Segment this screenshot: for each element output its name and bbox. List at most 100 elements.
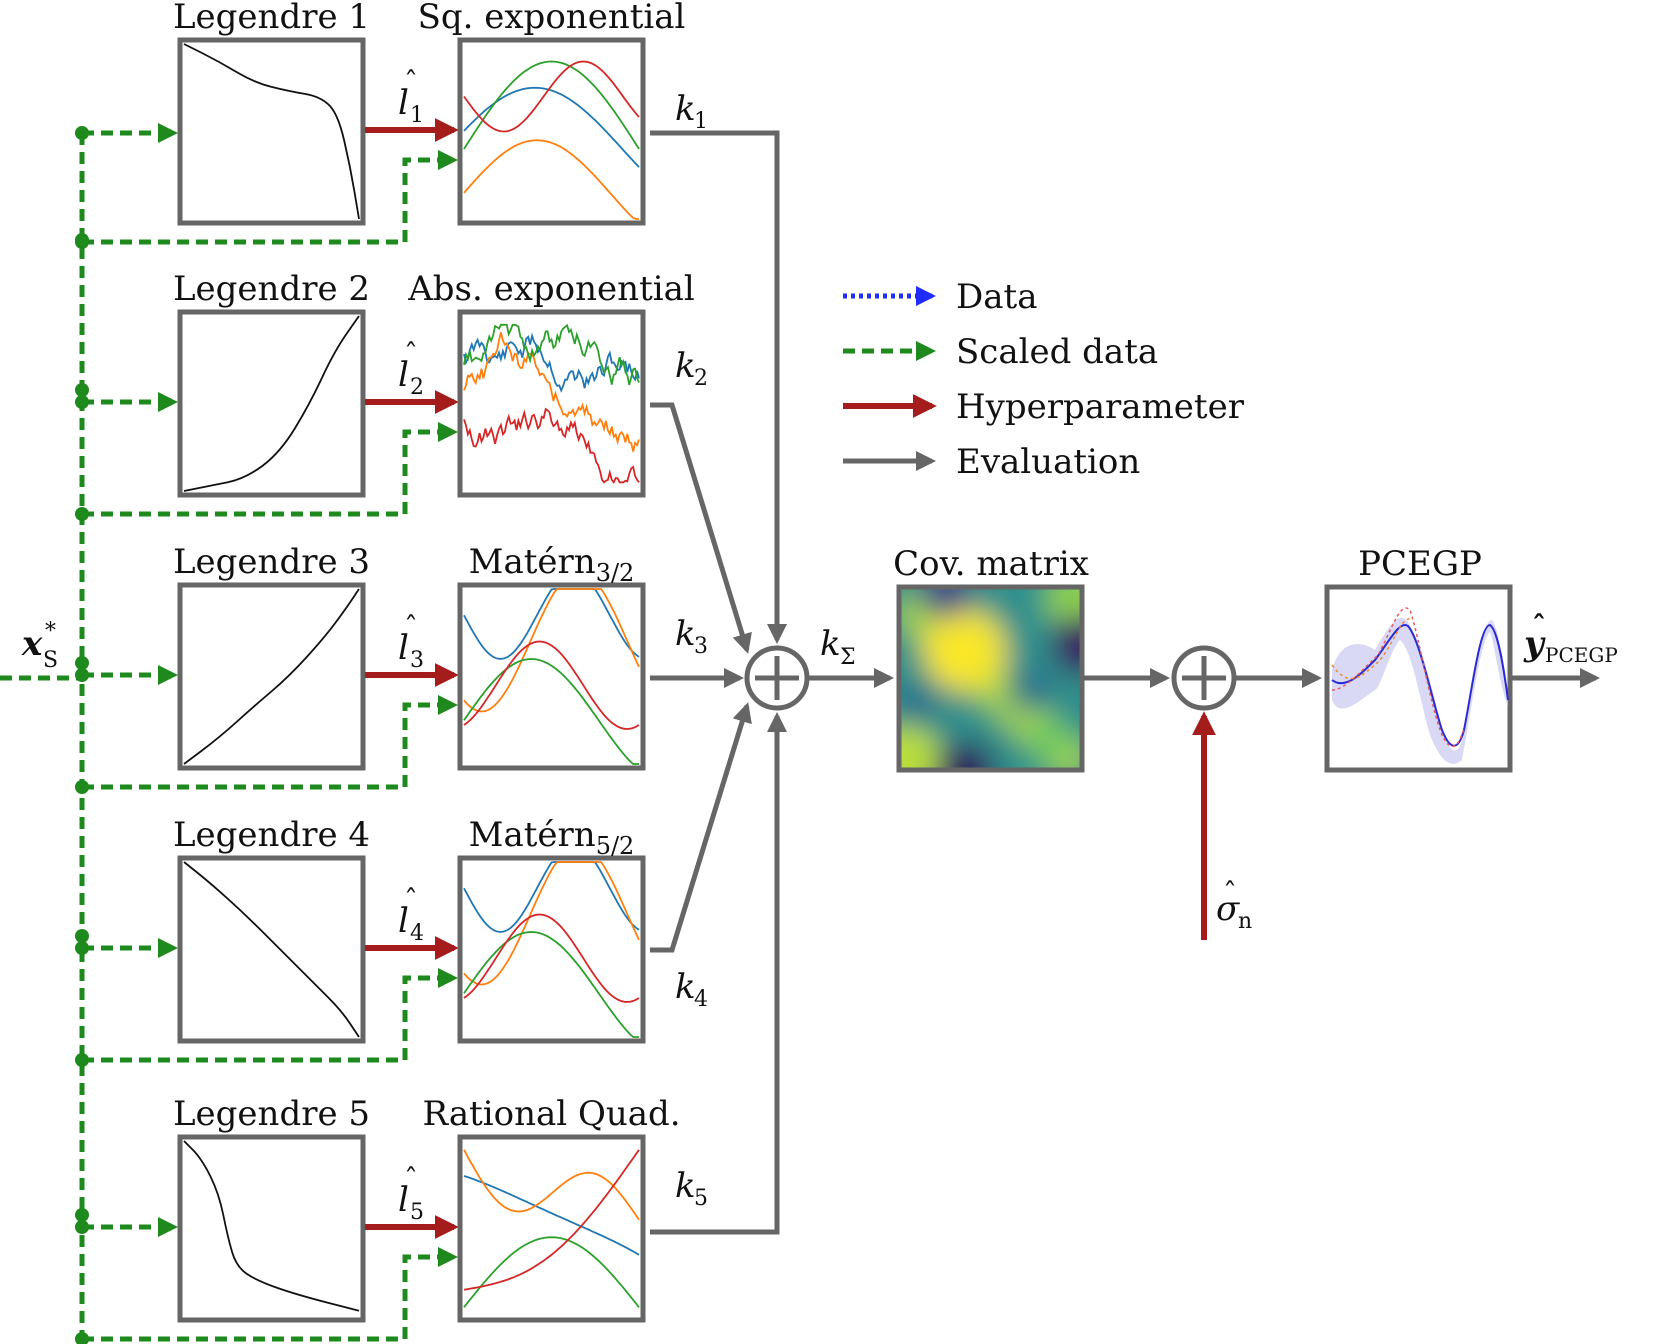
arrow-k1 xyxy=(650,130,787,644)
legend-item-1: Data xyxy=(843,277,1037,317)
input-symbol: x xyxy=(21,624,43,664)
kernel-to-sum-arrows xyxy=(650,130,787,1235)
kernel-3-sample-3 xyxy=(463,658,639,765)
svg-text:ˆ: ˆ xyxy=(404,1163,418,1196)
svg-text:Σ: Σ xyxy=(840,645,856,670)
noise-label: ˆ σ n xyxy=(1216,877,1252,934)
svg-text:l: l xyxy=(398,355,409,395)
noise-sum-node xyxy=(1171,645,1237,711)
svg-text:5: 5 xyxy=(410,1200,424,1225)
kernel-box-2: Abs. exponential xyxy=(407,269,695,498)
legendre-box-3: Legendre 3 xyxy=(173,542,370,771)
kernel-4-sample-3 xyxy=(463,931,639,1038)
legend-label-2: Scaled data xyxy=(956,332,1158,372)
kernel-1-sample-4 xyxy=(463,60,640,133)
kernel-2-sample-1 xyxy=(463,332,640,393)
svg-text:l: l xyxy=(398,83,409,123)
svg-text:y: y xyxy=(1523,624,1546,664)
kernel-title-4: Matérn5/2 xyxy=(469,815,635,860)
input-label: x * S xyxy=(21,619,58,673)
kernel-3-sample-1 xyxy=(463,588,640,660)
legendre-curve-5 xyxy=(183,1140,360,1312)
scaled-arrow-to-kernel-5 xyxy=(82,1247,458,1342)
kernel-output-label-1: k1 xyxy=(675,89,708,134)
svg-text:k: k xyxy=(675,1166,696,1206)
kernel-3-sample-4 xyxy=(463,640,640,730)
kernel-output-label-5: k5 xyxy=(675,1166,708,1211)
kernel-output-label-2: k2 xyxy=(675,346,708,391)
scaled-data-bus xyxy=(0,133,85,1338)
svg-text:5: 5 xyxy=(694,1186,708,1211)
svg-text:k: k xyxy=(675,614,696,654)
legendre-box-2: Legendre 2 xyxy=(173,269,370,498)
svg-text:ˆ: ˆ xyxy=(1532,610,1546,643)
kernel-box-4: Matérn5/2 xyxy=(457,815,646,1044)
svg-text:n: n xyxy=(1238,909,1252,934)
svg-text:l: l xyxy=(398,901,409,941)
svg-text:k: k xyxy=(675,89,696,129)
kernel-output-label-4: k4 xyxy=(675,967,708,1012)
svg-text:2: 2 xyxy=(410,375,424,400)
scaled-arrow-to-kernel-1 xyxy=(82,150,458,245)
svg-text:1: 1 xyxy=(694,109,708,134)
svg-text:3: 3 xyxy=(694,634,708,659)
legendre-curve-4 xyxy=(183,861,360,1038)
scaled-arrow-to-kernel-2 xyxy=(82,422,458,517)
kernel-2-sample-2 xyxy=(463,332,640,452)
scaled-arrow-to-kernel-3 xyxy=(82,695,458,790)
kernel-title-3: Matérn3/2 xyxy=(469,542,635,587)
pcegp-title: PCEGP xyxy=(1358,544,1482,584)
input-subscript: S xyxy=(43,648,58,673)
kernel-sum-node xyxy=(744,645,810,711)
legendre-curve-3 xyxy=(183,588,360,765)
output-label: ˆ y PCEGP xyxy=(1523,610,1618,667)
pcegp-plot xyxy=(1324,584,1513,773)
svg-text:k: k xyxy=(820,624,841,664)
scaled-arrow-to-kernel-4 xyxy=(82,968,458,1063)
svg-text:4: 4 xyxy=(694,987,708,1012)
arrow-k5 xyxy=(650,712,787,1235)
legendre-box-4: Legendre 4 xyxy=(173,815,370,1044)
kernel-3-sample-2 xyxy=(463,588,640,713)
kernel-box-3: Matérn3/2 xyxy=(457,542,646,771)
input-star: * xyxy=(45,619,56,644)
kernel-4-sample-2 xyxy=(463,861,640,986)
kernel-box-5: Rational Quad. xyxy=(422,1094,681,1323)
legendre-box-5: Legendre 5 xyxy=(173,1094,370,1323)
svg-text:1: 1 xyxy=(410,103,424,128)
kernel-title-1: Sq. exponential xyxy=(418,0,686,37)
arrow-k4 xyxy=(650,702,752,953)
svg-text:4: 4 xyxy=(410,921,424,946)
legendre-title-1: Legendre 1 xyxy=(173,0,370,37)
legendre-box-1: Legendre 1 xyxy=(173,0,370,226)
kernel-4-sample-4 xyxy=(463,913,640,1003)
svg-text:ˆ: ˆ xyxy=(404,338,418,371)
svg-text:3: 3 xyxy=(410,648,424,673)
kernel-title-5: Rational Quad. xyxy=(422,1094,680,1134)
legendre-curve-2 xyxy=(183,315,360,492)
kernel-title-2: Abs. exponential xyxy=(407,269,695,309)
kernel-2-sample-3 xyxy=(463,323,640,386)
kernel-5-sample-1 xyxy=(463,1175,640,1256)
kernel-2-sample-4 xyxy=(463,407,640,484)
svg-text:l: l xyxy=(398,1180,409,1220)
legendre-title-5: Legendre 5 xyxy=(173,1094,370,1134)
cov-matrix-heatmap xyxy=(896,584,1085,773)
legendre-curve-1 xyxy=(183,43,360,220)
kernel-5-sample-3 xyxy=(463,1236,640,1308)
kernel-5-sample-2 xyxy=(463,1149,640,1221)
legendre-title-3: Legendre 3 xyxy=(173,542,370,582)
svg-text:k: k xyxy=(675,346,696,386)
legend-label-1: Data xyxy=(956,277,1037,317)
svg-text:l: l xyxy=(398,628,409,668)
